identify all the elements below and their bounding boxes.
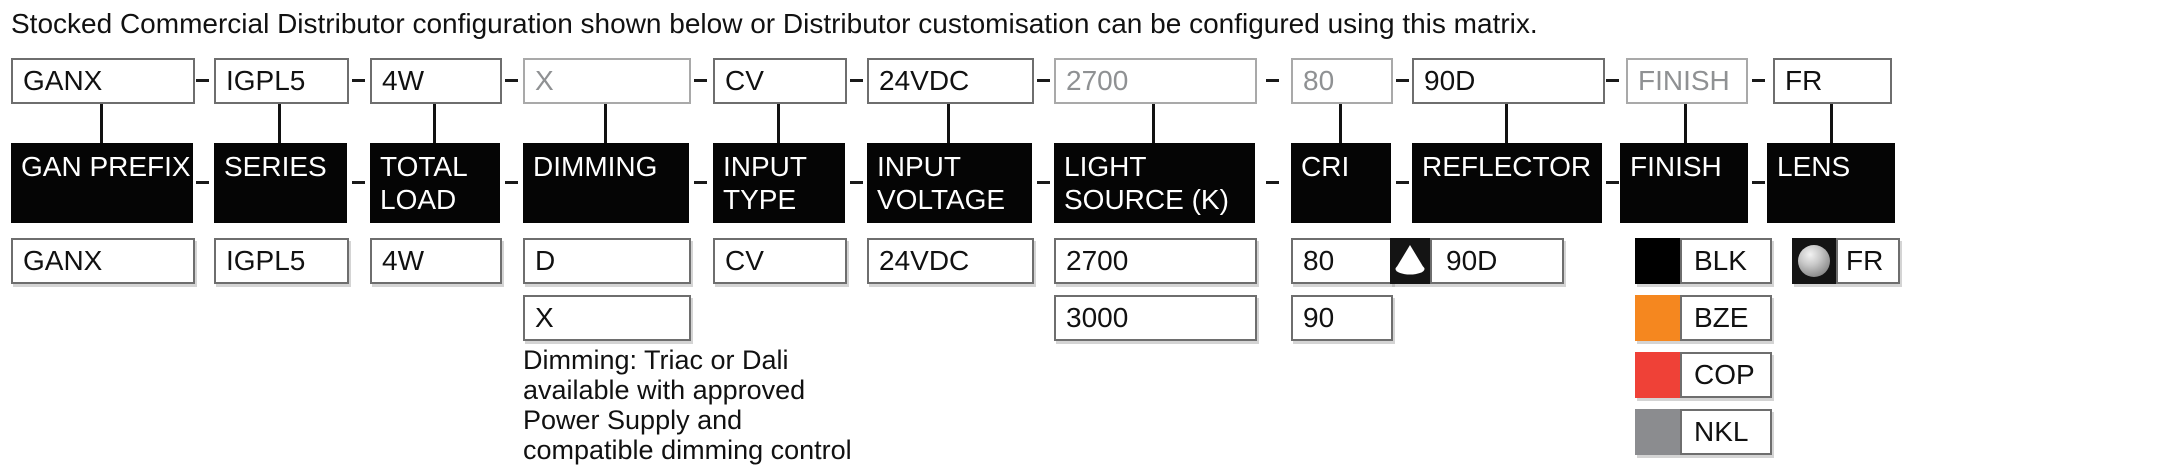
option-cv: CV bbox=[713, 238, 847, 284]
header-input-voltage: INPUT VOLTAGE bbox=[867, 143, 1032, 223]
dash-separator bbox=[1606, 79, 1619, 82]
header-input-type: INPUT TYPE bbox=[713, 143, 845, 223]
code-box-gan-prefix: GANX bbox=[11, 58, 195, 104]
option-cri-90: 90 bbox=[1291, 295, 1393, 341]
dash-separator bbox=[1752, 181, 1765, 184]
header-lens: LENS bbox=[1767, 143, 1895, 223]
dash-separator bbox=[196, 79, 209, 82]
dimming-note-line: compatible dimming control bbox=[523, 435, 852, 465]
code-box-lens: FR bbox=[1773, 58, 1892, 104]
header-finish: FINISH bbox=[1620, 143, 1748, 223]
header-gan-prefix: GAN PREFIX bbox=[11, 143, 193, 223]
option-3000k: 3000 bbox=[1054, 295, 1257, 341]
code-box-series: IGPL5 bbox=[214, 58, 349, 104]
dash-separator bbox=[1752, 79, 1765, 82]
option-24vdc: 24VDC bbox=[867, 238, 1034, 284]
option-4w: 4W bbox=[370, 238, 502, 284]
dash-separator bbox=[352, 181, 365, 184]
reflector-cone-icon bbox=[1390, 238, 1430, 284]
code-box-reflector: 90D bbox=[1412, 58, 1605, 104]
code-box-light-source: 2700 bbox=[1054, 58, 1257, 104]
header-total-load: TOTAL LOAD bbox=[370, 143, 500, 223]
dimming-note-line: Dimming: Triac or Dali bbox=[523, 345, 789, 375]
code-box-cri: 80 bbox=[1291, 58, 1393, 104]
lens-sphere-glyph bbox=[1798, 245, 1830, 277]
connector-tick bbox=[100, 104, 103, 143]
dimming-note-line: Power Supply and bbox=[523, 405, 743, 435]
option-90d: 90D bbox=[1430, 238, 1564, 284]
finish-swatch-cop bbox=[1635, 352, 1680, 398]
dash-separator bbox=[1266, 79, 1279, 82]
option-nkl: NKL bbox=[1680, 409, 1772, 455]
header-light-source: LIGHT SOURCE (K) bbox=[1054, 143, 1255, 223]
dash-separator bbox=[1396, 79, 1409, 82]
code-box-input-type: CV bbox=[713, 58, 847, 104]
header-dimming: DIMMING bbox=[523, 143, 689, 223]
dash-separator bbox=[850, 181, 863, 184]
connector-tick bbox=[947, 104, 950, 143]
dash-separator bbox=[505, 79, 518, 82]
finish-swatch-blk bbox=[1635, 238, 1680, 284]
dash-separator bbox=[1037, 181, 1050, 184]
finish-swatch-nkl bbox=[1635, 409, 1680, 455]
dash-separator bbox=[352, 79, 365, 82]
dash-separator bbox=[505, 181, 518, 184]
header-reflector: REFLECTOR bbox=[1412, 143, 1602, 223]
option-bze: BZE bbox=[1680, 295, 1772, 341]
option-igpl5: IGPL5 bbox=[214, 238, 349, 284]
dimming-note-line: available with approved bbox=[523, 375, 806, 405]
connector-tick bbox=[1339, 104, 1342, 143]
code-box-finish: FINISH bbox=[1626, 58, 1748, 104]
dash-separator bbox=[1396, 181, 1409, 184]
connector-tick bbox=[777, 104, 780, 143]
connector-tick bbox=[1152, 104, 1155, 143]
option-dimming-x: X bbox=[523, 295, 691, 341]
page-title: Stocked Commercial Distributor configura… bbox=[11, 8, 1538, 39]
dash-separator bbox=[1606, 181, 1619, 184]
dash-separator bbox=[1266, 181, 1279, 184]
connector-tick bbox=[278, 104, 281, 143]
dash-separator bbox=[694, 181, 707, 184]
dash-separator bbox=[850, 79, 863, 82]
option-dimming-d: D bbox=[523, 238, 691, 284]
option-cri-80: 80 bbox=[1291, 238, 1393, 284]
code-box-total-load: 4W bbox=[370, 58, 502, 104]
connector-tick bbox=[1684, 104, 1687, 143]
option-cop: COP bbox=[1680, 352, 1772, 398]
option-blk: BLK bbox=[1680, 238, 1772, 284]
finish-swatch-bze bbox=[1635, 295, 1680, 341]
option-2700k: 2700 bbox=[1054, 238, 1257, 284]
dash-separator bbox=[1037, 79, 1050, 82]
dash-separator bbox=[694, 79, 707, 82]
frosted-lens-icon bbox=[1792, 238, 1836, 284]
header-series: SERIES bbox=[214, 143, 347, 223]
header-cri: CRI bbox=[1291, 143, 1391, 223]
dash-separator bbox=[196, 181, 209, 184]
connector-tick bbox=[433, 104, 436, 143]
connector-tick bbox=[1830, 104, 1833, 143]
code-box-input-voltage: 24VDC bbox=[867, 58, 1034, 104]
option-fr: FR bbox=[1836, 238, 1900, 284]
connector-tick bbox=[604, 104, 607, 143]
connector-tick bbox=[1505, 104, 1508, 143]
code-box-dimming: X bbox=[523, 58, 691, 104]
option-ganx: GANX bbox=[11, 238, 195, 284]
dimming-note: Dimming: Triac or Dali available with ap… bbox=[523, 345, 852, 465]
